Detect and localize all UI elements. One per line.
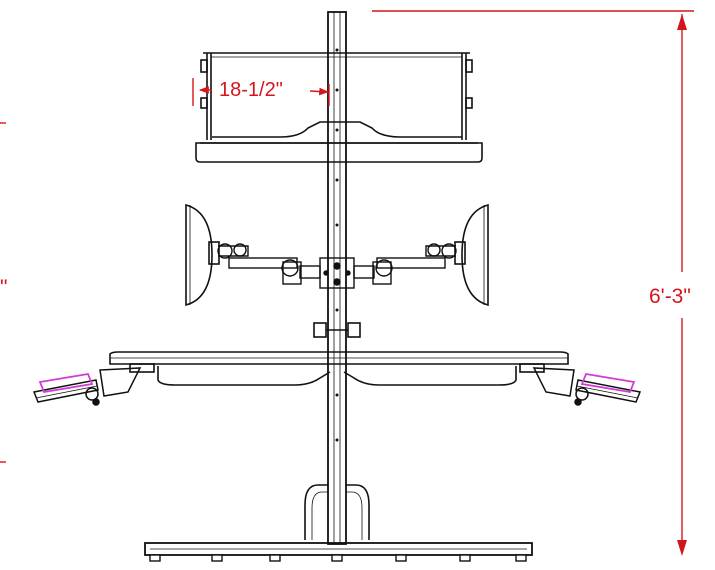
center-arm-mount xyxy=(319,257,355,289)
pole-holes xyxy=(335,48,339,442)
mid-bracket xyxy=(313,322,361,338)
left-partial-label: " xyxy=(0,276,7,299)
right-monitor-arm xyxy=(353,243,457,285)
base-support xyxy=(304,484,370,540)
left-keyboard-accent xyxy=(38,372,94,394)
desk-surface xyxy=(109,351,569,386)
shelf-depth-dimension xyxy=(192,78,330,106)
overall-height-dimension xyxy=(372,10,694,556)
right-monitor xyxy=(454,203,489,307)
leveling-feet xyxy=(149,554,527,562)
left-monitor-arm xyxy=(217,243,321,285)
left-partial-dimension xyxy=(0,122,6,463)
left-monitor xyxy=(185,203,220,307)
shelf-depth-label: 18-1/2" xyxy=(219,79,283,101)
left-keyboard-tray xyxy=(32,367,142,406)
top-shelf xyxy=(195,52,483,163)
overall-height-label: 6'-3" xyxy=(649,285,691,308)
right-keyboard-accent xyxy=(580,372,636,394)
center-pole xyxy=(327,11,347,545)
right-keyboard-tray xyxy=(532,367,642,406)
